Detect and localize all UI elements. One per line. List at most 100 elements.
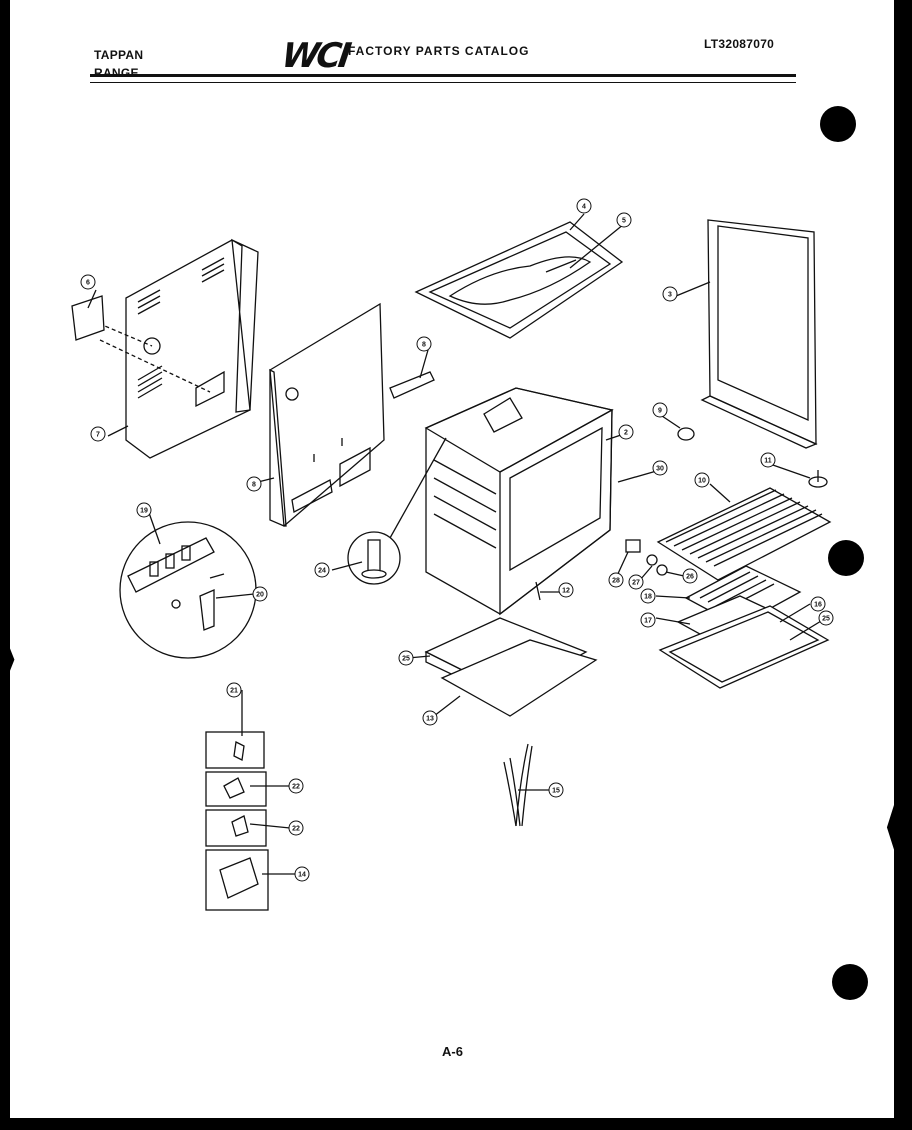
callout-label: 30 [656, 466, 664, 473]
wire-harness-part [503, 743, 533, 827]
callout-label: 3 [668, 292, 672, 299]
callout-16: 16 [810, 596, 826, 612]
callout-14: 14 [294, 866, 310, 882]
callout-6: 6 [80, 274, 96, 290]
callout-8: 8 [246, 476, 262, 492]
callout-20: 20 [252, 586, 268, 602]
callout-label: 25 [822, 616, 830, 623]
callout-circle [628, 574, 644, 590]
callout-label: 16 [814, 602, 822, 609]
callout-circle [618, 424, 634, 440]
oven-rack-part [656, 487, 832, 581]
cabinet-side-panel-part [700, 219, 818, 449]
side-panel-part [269, 302, 385, 527]
callout-8: 8 [416, 336, 432, 352]
callout-22: 22 [288, 778, 304, 794]
small-hardware-parts [347, 427, 828, 601]
callout-24: 24 [314, 562, 330, 578]
callout-12: 12 [558, 582, 574, 598]
exploded-parts-diagram: 4536788923011101920241228272618172516251… [71, 198, 834, 911]
storage-drawer-part [424, 617, 598, 717]
callout-label: 14 [298, 872, 306, 879]
callout-label: 19 [140, 508, 148, 515]
catalog-title: FACTORY PARTS CATALOG [348, 44, 530, 58]
callout-label: 4 [582, 204, 586, 211]
callout-circle [640, 588, 656, 604]
callout-circle [576, 198, 592, 214]
callout-label: 21 [230, 688, 238, 695]
callout-2: 2 [618, 424, 634, 440]
callout-circle [252, 586, 268, 602]
catalog-page: TAPPAN RANGE WCI FACTORY PARTS CATALOG L… [10, 0, 894, 1118]
callout-label: 15 [552, 788, 560, 795]
callout-circle [288, 778, 304, 794]
callout-circle [288, 820, 304, 836]
callout-11: 11 [760, 452, 776, 468]
callout-label: 17 [644, 618, 652, 625]
stacked-hinge-parts [205, 731, 269, 911]
callout-circle [810, 596, 826, 612]
callout-25: 25 [818, 610, 834, 626]
callout-label: 27 [632, 580, 640, 587]
page-number: A-6 [442, 1044, 463, 1059]
callout-26: 26 [682, 568, 698, 584]
callout-label: 10 [698, 478, 706, 485]
callout-circle [90, 426, 106, 442]
callout-circle [416, 336, 432, 352]
callout-label: 11 [764, 458, 772, 465]
callout-19: 19 [136, 502, 152, 518]
callout-15: 15 [548, 782, 564, 798]
callout-circle [294, 866, 310, 882]
callout-label: 22 [292, 784, 300, 791]
callout-25: 25 [398, 650, 414, 666]
callout-label: 25 [402, 656, 410, 663]
callout-circle [818, 610, 834, 626]
callout-circle [760, 452, 776, 468]
callout-circle [608, 572, 624, 588]
callout-label: 13 [426, 716, 434, 723]
callout-label: 18 [644, 594, 652, 601]
callout-label: 5 [622, 218, 626, 225]
callout-10: 10 [694, 472, 710, 488]
broiler-pan-part [658, 565, 830, 689]
callout-label: 28 [612, 578, 620, 585]
callout-18: 18 [640, 588, 656, 604]
callout-circle [548, 782, 564, 798]
callout-9: 9 [652, 402, 668, 418]
callout-30: 30 [652, 460, 668, 476]
callout-label: 8 [252, 482, 256, 489]
callout-21: 21 [226, 682, 242, 698]
callout-5: 5 [616, 212, 632, 228]
header-rule-thick [90, 74, 796, 77]
callout-circle [246, 476, 262, 492]
callout-label: 12 [562, 588, 570, 595]
hinge-detail-part [119, 521, 257, 659]
oven-body-part [424, 387, 614, 616]
callout-circle [682, 568, 698, 584]
leader-lines [87, 213, 827, 875]
callout-label: 7 [96, 432, 100, 439]
callout-13: 13 [422, 710, 438, 726]
top-cover-part [414, 221, 624, 339]
binder-hole-middle [828, 540, 864, 576]
callout-circle [640, 612, 656, 628]
callout-circle [652, 460, 668, 476]
callout-4: 4 [576, 198, 592, 214]
back-panel-part [71, 238, 259, 459]
callout-circle [314, 562, 330, 578]
callout-circle [422, 710, 438, 726]
callout-circle [80, 274, 96, 290]
callout-circle [558, 582, 574, 598]
callout-7: 7 [90, 426, 106, 442]
callout-label: 26 [686, 574, 694, 581]
callout-label: 8 [422, 342, 426, 349]
callout-17: 17 [640, 612, 656, 628]
callout-circle [652, 402, 668, 418]
bracket-part [389, 371, 435, 399]
callout-label: 20 [256, 592, 264, 599]
callout-label: 9 [658, 408, 662, 415]
callout-circle [136, 502, 152, 518]
model-number: LT32087070 [704, 37, 775, 51]
header-rule-thin [90, 82, 796, 83]
